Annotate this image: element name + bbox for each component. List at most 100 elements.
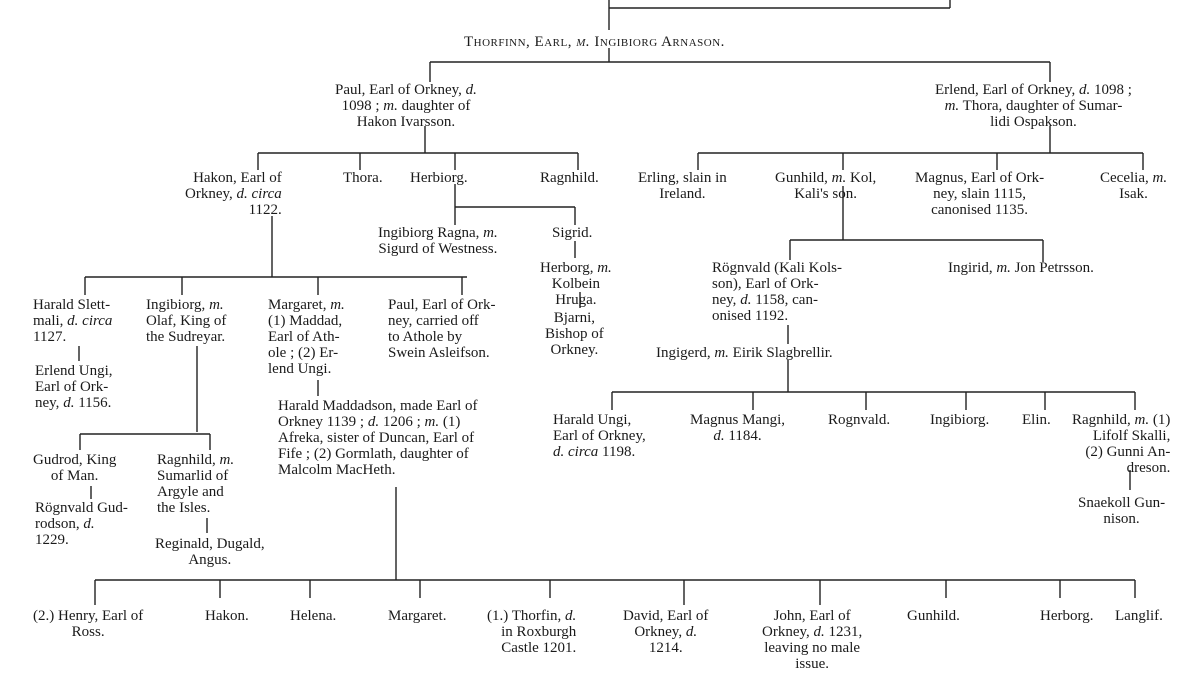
entry-line: Magnus, Earl of Ork- bbox=[915, 170, 1045, 186]
person-rognvald-gudrodson: Rögnvald Gud-rodson, d.1229. bbox=[35, 500, 128, 548]
entry-line: lidi Ospakson. bbox=[990, 114, 1077, 130]
person-ragnhild-lifolf: Ragnhild, m. (1)Lifolf Skalli,(2) Gunni … bbox=[1072, 412, 1170, 476]
entry-line: (2.) Henry, Earl of bbox=[33, 608, 144, 624]
entry-line: Ingibiorg. bbox=[930, 412, 990, 428]
entry-line: Rögnvald (Kali Kols- bbox=[712, 260, 842, 276]
entry-line: Thorfinn, Earl, m. Ingibiorg Arnason. bbox=[464, 34, 725, 50]
entry-line: Harald Slett- bbox=[33, 297, 111, 313]
person-magnus: Magnus, Earl of Ork-ney, slain 1115,cano… bbox=[915, 170, 1044, 218]
entry-line: 1214. bbox=[648, 640, 683, 656]
person-harald-ungi: Harald Ungi,Earl of Orkney,d. circa 1198… bbox=[553, 412, 646, 460]
person-thorfinn: Thorfinn, Earl, m. Ingibiorg Arnason. bbox=[464, 34, 725, 50]
entry-line: Snaekoll Gun- bbox=[1078, 495, 1166, 511]
entry-line: Rögnvald Gud- bbox=[35, 500, 128, 516]
entry-line: Sigurd of Westness. bbox=[378, 241, 498, 257]
entry-line: of Man. bbox=[50, 468, 99, 484]
entry-line: Harald Maddadson, made Earl of bbox=[278, 398, 478, 414]
entry-line: 1127. bbox=[33, 329, 67, 345]
entry-line: 1122. bbox=[248, 202, 282, 218]
entry-line: (1) Maddad, bbox=[268, 313, 343, 329]
entry-line: rodson, d. bbox=[35, 516, 95, 532]
person-gunhild-jr: Gunhild. bbox=[907, 608, 960, 624]
entry-line: Erlend Ungi, bbox=[35, 363, 113, 379]
entry-line: Lifolf Skalli, bbox=[1092, 428, 1171, 444]
person-rognvald-kali: Rögnvald (Kali Kols-son), Earl of Ork-ne… bbox=[712, 260, 842, 324]
person-paul: Paul, Earl of Orkney, d.1098 ; m. daught… bbox=[335, 82, 477, 130]
person-ragnhild: Ragnhild. bbox=[540, 170, 599, 186]
person-reginald: Reginald, Dugald,Angus. bbox=[155, 536, 265, 568]
entry-line: Harald Ungi, bbox=[553, 412, 632, 428]
entry-line: (1.) Thorfin, d. bbox=[487, 608, 577, 624]
entry-line: Hakon, Earl of bbox=[193, 170, 282, 186]
entry-line: Gunhild, m. Kol, bbox=[775, 170, 877, 186]
entry-line: Herborg, m. bbox=[540, 260, 612, 276]
entry-line: onised 1192. bbox=[712, 308, 789, 324]
entry-line: Helena. bbox=[290, 608, 337, 624]
entry-line: Ingibiorg, m. bbox=[146, 297, 224, 313]
entry-line: Ragnhild. bbox=[540, 170, 599, 186]
person-rognvald: Rognvald. bbox=[828, 412, 890, 428]
entry-line: ney, slain 1115, bbox=[933, 186, 1027, 202]
entry-line: Olaf, King of bbox=[146, 313, 227, 329]
entry-line: Ingigerd, m. Eirik Slagbrellir. bbox=[656, 345, 833, 361]
entry-line: Hakon Ivarsson. bbox=[356, 114, 456, 130]
person-herborg-jr: Herborg. bbox=[1040, 608, 1093, 624]
entry-line: Orkney, d. 1231, bbox=[762, 624, 863, 640]
person-ingibiorg: Ingibiorg. bbox=[930, 412, 989, 428]
entry-line: Langlif. bbox=[1115, 608, 1163, 624]
entry-line: Bishop of bbox=[545, 326, 604, 342]
entry-line: Angus. bbox=[188, 552, 232, 568]
entry-line: Earl of Ork- bbox=[35, 379, 109, 395]
entry-line: Ragnhild, m. (1) bbox=[1072, 412, 1171, 428]
entry-line: Hruga. bbox=[555, 292, 597, 308]
entry-line: Herbiorg. bbox=[410, 170, 468, 186]
entry-line: Earl of Ath- bbox=[268, 329, 340, 345]
person-erlend: Erlend, Earl of Orkney, d. 1098 ;m. Thor… bbox=[935, 82, 1132, 130]
person-ingigerd: Ingigerd, m. Eirik Slagbrellir. bbox=[656, 345, 833, 361]
entry-line: leaving no male bbox=[764, 640, 861, 656]
entry-line: Kali's son. bbox=[794, 186, 857, 202]
person-herbiorg: Herbiorg. bbox=[410, 170, 468, 186]
entry-line: Paul, Earl of Ork- bbox=[388, 297, 496, 313]
entry-line: Orkney. bbox=[550, 342, 599, 358]
entry-line: 1098 ; m. daughter of bbox=[341, 98, 471, 114]
person-thora: Thora. bbox=[343, 170, 383, 186]
entry-line: ole ; (2) Er- bbox=[268, 345, 339, 361]
person-elin: Elin. bbox=[1022, 412, 1051, 428]
entry-line: Argyle and bbox=[157, 484, 224, 500]
entry-line: (2) Gunni An- bbox=[1085, 444, 1171, 460]
entry-line: Kolbein bbox=[551, 276, 601, 292]
entry-line: son), Earl of Ork- bbox=[712, 276, 819, 292]
entry-line: Erlend, Earl of Orkney, d. 1098 ; bbox=[935, 82, 1132, 98]
person-ingibiorg-ragna: Ingibiorg Ragna, m.Sigurd of Westness. bbox=[378, 225, 498, 257]
entry-line: Earl of Orkney, bbox=[553, 428, 646, 444]
entry-line: Margaret, m. bbox=[268, 297, 345, 313]
entry-line: Ingibiorg Ragna, m. bbox=[378, 225, 498, 241]
person-magnus-mangi: Magnus Mangi,d. 1184. bbox=[690, 412, 785, 444]
entry-line: Rognvald. bbox=[828, 412, 891, 428]
person-sigrid: Sigrid. bbox=[552, 225, 592, 241]
entry-line: Gunhild. bbox=[907, 608, 960, 624]
entry-line: Sumarlid of bbox=[157, 468, 229, 484]
entry-line: Orkney, d. bbox=[634, 624, 698, 640]
entry-line: d. circa 1198. bbox=[553, 444, 636, 460]
entry-line: Fife ; (2) Gormlath, daughter of bbox=[278, 446, 469, 462]
entry-line: Herborg. bbox=[1040, 608, 1094, 624]
entry-line: Paul, Earl of Orkney, d. bbox=[335, 82, 477, 98]
entry-line: Ireland. bbox=[659, 186, 706, 202]
entry-line: Swein Asleifson. bbox=[388, 345, 490, 361]
entry-line: Hakon. bbox=[205, 608, 249, 624]
entry-line: the Isles. bbox=[157, 500, 211, 516]
entry-line: Sigrid. bbox=[552, 225, 593, 241]
person-langlif: Langlif. bbox=[1115, 608, 1163, 624]
